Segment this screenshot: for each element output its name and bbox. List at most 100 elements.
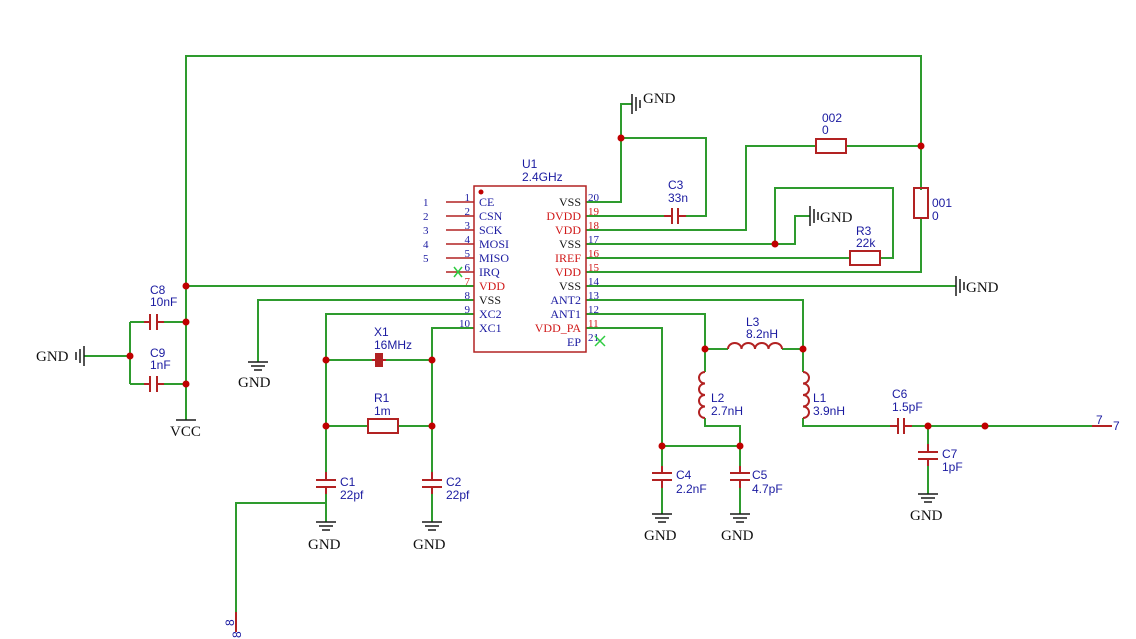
junction	[182, 380, 190, 388]
svg-text:R1: R1	[374, 391, 390, 405]
svg-text:C7: C7	[942, 447, 958, 461]
junction	[771, 240, 779, 248]
pin-number: 4	[465, 234, 471, 246]
pin-number: 7	[465, 276, 471, 288]
svg-text:X1: X1	[374, 325, 389, 339]
pin-number: 10	[459, 318, 471, 330]
svg-text:GND: GND	[643, 91, 676, 107]
capacitor-c7: C7 1pF	[918, 444, 963, 474]
capacitor-c6: C6 1.5pF	[890, 387, 923, 434]
net-label-8a: 8	[223, 619, 237, 626]
gnd-symbol-c1: GND	[308, 521, 341, 553]
wire-net8	[235, 502, 326, 627]
svg-text:C4: C4	[676, 468, 692, 482]
svg-text:1pF: 1pF	[942, 460, 963, 474]
svg-text:GND: GND	[820, 210, 853, 226]
pin-name: CE	[479, 195, 494, 209]
svg-text:C5: C5	[752, 468, 768, 482]
wire-vdd15	[586, 218, 922, 273]
pin-name: VDD_PA	[535, 321, 582, 335]
capacitor-c8: C8 10nF	[144, 283, 177, 330]
ic-pin-20: 20 VSS	[559, 192, 600, 209]
pin-number: 19	[588, 206, 600, 218]
svg-text:GND: GND	[966, 280, 999, 296]
pin-name: XC2	[479, 307, 502, 321]
gnd-symbol-c5: GND	[721, 513, 754, 544]
wire-xc2	[325, 313, 474, 476]
pin-number: 11	[588, 318, 599, 330]
pin-net-label: 3	[423, 225, 429, 237]
svg-text:C6: C6	[892, 387, 908, 401]
svg-text:22pf: 22pf	[446, 488, 470, 502]
gnd-symbol-c2: GND	[413, 521, 446, 553]
pin-name: VDD	[555, 223, 581, 237]
pin-name: MISO	[479, 251, 509, 265]
ic-pin-12: 12 ANT1	[550, 304, 599, 321]
ic-pin-5: 5 MISO 5	[423, 248, 509, 265]
wire-top-loop	[185, 55, 922, 286]
pin-net-label: 2	[423, 211, 429, 223]
svg-text:1nF: 1nF	[150, 358, 171, 372]
pin-number: 6	[465, 262, 471, 274]
pin-name: CSN	[479, 209, 503, 223]
wire-vss17	[586, 187, 894, 259]
vcc-symbol: VCC	[170, 419, 201, 440]
svg-text:1m: 1m	[374, 404, 391, 418]
pin-name: VSS	[559, 195, 581, 209]
pin-name: VSS	[559, 279, 581, 293]
svg-text:GND: GND	[910, 508, 943, 524]
ic-right-pins: 20VSS19DVDD18VDD17VSS16IREF15VDD14VSS13A…	[535, 192, 600, 349]
svg-text:L1: L1	[813, 391, 827, 405]
pin-number: 20	[588, 192, 600, 204]
svg-text:002: 002	[822, 111, 842, 125]
pin-name: VSS	[479, 293, 501, 307]
svg-text:001: 001	[932, 196, 952, 210]
svg-text:C1: C1	[340, 475, 356, 489]
svg-text:GND: GND	[413, 537, 446, 553]
no-connect-irq	[453, 266, 463, 278]
pin-number: 5	[465, 248, 471, 260]
svg-text:16MHz: 16MHz	[374, 338, 412, 352]
junction	[924, 422, 932, 430]
net-label-7b: 7	[1113, 419, 1120, 433]
pin-number: 1	[465, 192, 471, 204]
svg-text:GND: GND	[308, 537, 341, 553]
pin-number: 12	[588, 304, 599, 316]
svg-text:2.2nF: 2.2nF	[676, 482, 707, 496]
gnd-symbol-left: GND	[36, 346, 85, 366]
pin-number: 3	[465, 220, 471, 232]
pin-number: 9	[465, 304, 471, 316]
junction	[182, 318, 190, 326]
pin-net-label: 5	[423, 253, 429, 265]
svg-text:4.7pF: 4.7pF	[752, 482, 783, 496]
junction	[917, 142, 925, 150]
junction	[799, 345, 807, 353]
pin-number: 21	[588, 332, 599, 344]
junctions	[126, 134, 989, 450]
pin-number: 2	[465, 206, 471, 218]
wire-vss20	[586, 103, 632, 203]
gnd-symbol-c7: GND	[910, 493, 943, 524]
capacitors: C8 10nF C9 1nF C3 33n C6 1.5pF C1 22pf	[144, 178, 963, 502]
pin-name: VSS	[559, 237, 581, 251]
wire-vss8	[257, 299, 474, 362]
pin-number: 14	[588, 276, 600, 288]
ic-value: 2.4GHz	[522, 170, 563, 184]
junction	[322, 356, 330, 364]
wire-l1-out	[802, 418, 1092, 427]
gnd-symbol-vss8: GND	[238, 361, 271, 391]
wire-vddpa	[586, 327, 663, 470]
pin-name: ANT1	[550, 307, 581, 321]
svg-text:3.9nH: 3.9nH	[813, 404, 845, 418]
junction	[126, 352, 134, 360]
crystal-x1: X1 16MHz	[372, 325, 412, 367]
no-connect-ep	[594, 335, 606, 347]
junction	[617, 134, 625, 142]
